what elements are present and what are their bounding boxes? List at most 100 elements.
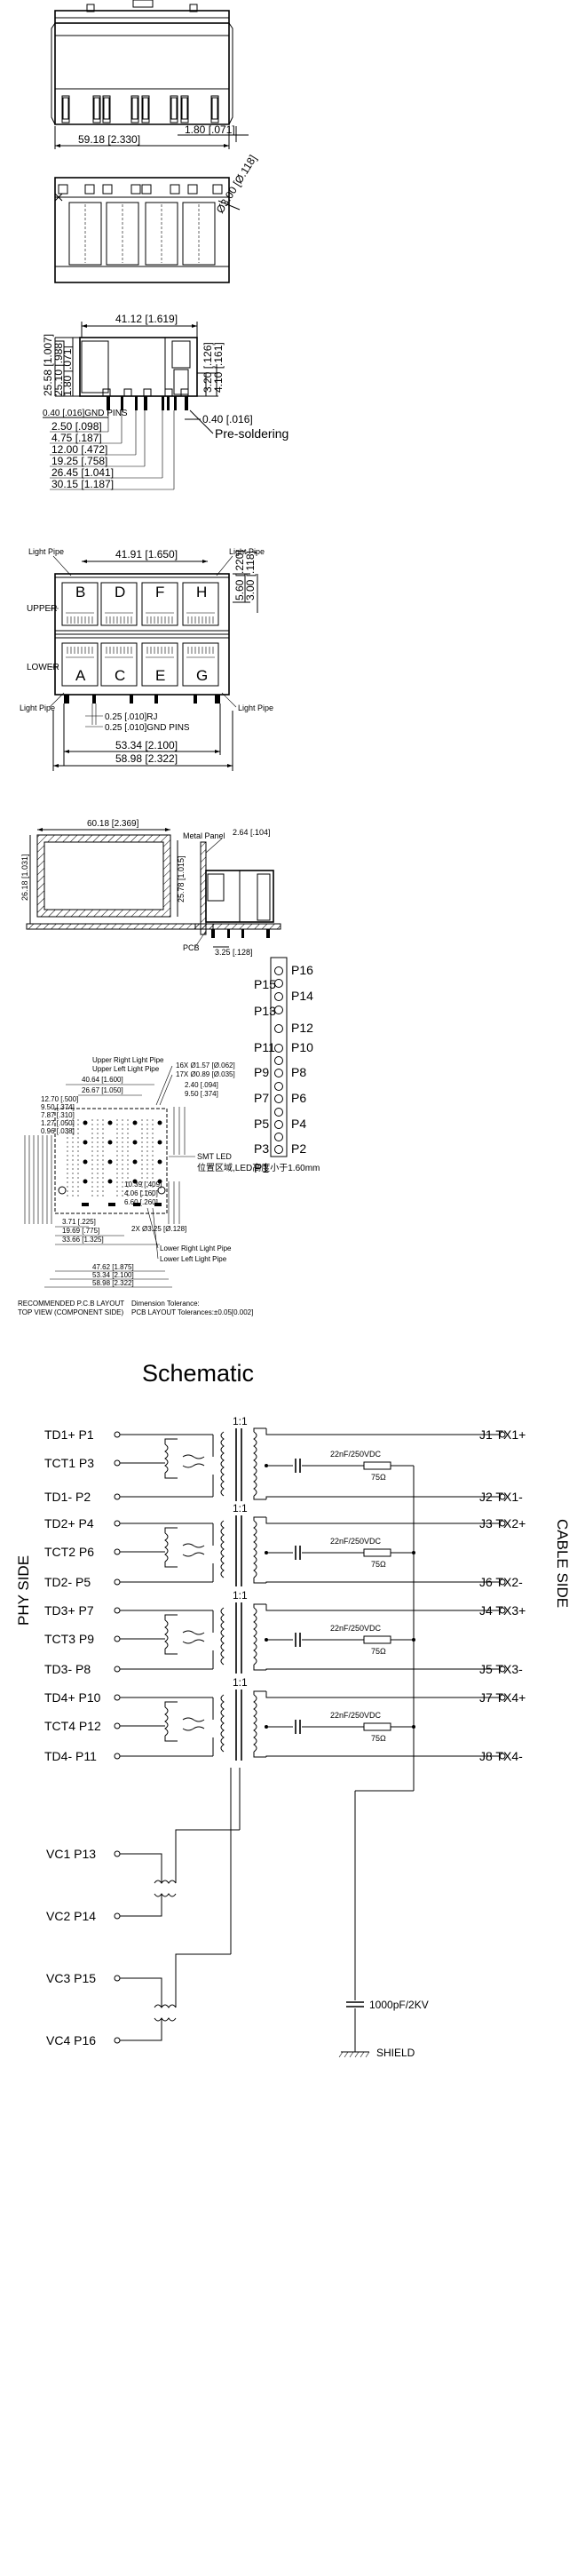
pcb-right-top-0: 16X Ø1.57 [Ø.062]	[176, 1061, 235, 1069]
shield-cap-label: 1000pF/2KV	[369, 1999, 429, 2011]
pcb-left-dim-2: 7.87 [.310]	[41, 1111, 75, 1119]
view4-bottom-dim-1: 58.98 [2.322]	[115, 752, 178, 765]
res-label-1: 75Ω	[371, 1473, 386, 1482]
view1-offset-dim: 1.80 [.071]	[185, 123, 235, 136]
view1-latches	[61, 95, 219, 123]
pin-p13: P13	[254, 1004, 276, 1018]
pcb-left-dim-1: 9.50 [.374]	[41, 1103, 75, 1111]
ratio-1: 1:1	[233, 1415, 248, 1427]
view5-height-dim: 26.18 [1.031]	[20, 854, 29, 901]
right-pin-j7: J7 TX4+	[479, 1690, 526, 1705]
pin-p11: P11	[254, 1040, 275, 1054]
port-label-c: C	[115, 667, 125, 684]
left-pin-tct2: TCT2 P6	[44, 1545, 94, 1559]
pin-p1: P1	[254, 1161, 269, 1175]
right-pin-j4: J4 TX3+	[479, 1603, 526, 1618]
view4-upper-ports	[61, 582, 219, 626]
port-label-d: D	[115, 584, 125, 600]
left-pin-td1n: TD1- P2	[44, 1490, 91, 1504]
pin-p7: P7	[254, 1091, 269, 1105]
port-label-e: E	[155, 667, 165, 684]
pcb-chinese-note: 位置区域,LED高度小于1.60mm	[197, 1162, 320, 1173]
led-section: VC1 P13 VC2 P14 VC3 P15 VC4 P16 1000pF/2…	[46, 1768, 429, 2059]
view3-height-1: 25.10 [.988]	[52, 340, 65, 396]
view4-bottom-pins	[64, 695, 220, 704]
pin-p8: P8	[291, 1065, 306, 1079]
view3-right-dim-0: 3.20 [.126]	[202, 342, 214, 393]
res-label-2: 75Ω	[371, 1560, 386, 1569]
cap-label-1: 22nF/250VDC	[330, 1450, 382, 1459]
pcb-caption-right-1: PCB LAYOUT Tolerances:±0.05[0.002]	[131, 1308, 253, 1316]
view2-front-view: Ø3.00 [Ø.118]	[54, 153, 259, 283]
left-pin-td2n: TD2- P5	[44, 1575, 91, 1589]
pin-p12: P12	[291, 1021, 313, 1035]
pin-header: P15 P13 P11 P9 P7 P5 P3 P1 P16 P14 P12 P…	[254, 957, 313, 1175]
view5-panel-cutout: 60.18 [2.369] 26.18 [1.031] 25.78 [1.015…	[20, 819, 281, 957]
left-pin-td3p: TD3+ P7	[44, 1603, 94, 1618]
ratio-4: 1:1	[233, 1676, 248, 1689]
vc4-label: VC4 P16	[46, 2033, 96, 2047]
view3-height-2: 1.80 [.071]	[61, 346, 74, 396]
view4-lower-ports	[61, 642, 219, 687]
pcb-caption-left-0: RECOMMENDED P.C.B LAYOUT	[18, 1300, 124, 1308]
cap-label-3: 22nF/250VDC	[330, 1624, 382, 1633]
view5-metal-panel: Metal Panel	[183, 831, 225, 840]
view4-light-pipe-bl: Light Pipe	[20, 704, 55, 712]
cap-label-2: 22nF/250VDC	[330, 1537, 382, 1546]
view3-top-dim: 41.12 [1.619]	[115, 313, 178, 325]
view5-panel-dim: 2.64 [.104]	[233, 828, 271, 837]
view3-pitch-dims: 2.50 [.098] 4.75 [.187] 12.00 [.472] 19.…	[50, 410, 175, 490]
pcb-lower-right-pipe: Lower Right Light Pipe	[160, 1244, 232, 1252]
left-pin-tct1: TCT1 P3	[44, 1456, 94, 1470]
pin-p16: P16	[291, 963, 313, 977]
view3-gnd-pins: 0.40 [.016]GND PINS	[43, 409, 128, 418]
channel-4: 1:1 22nF/250VDC 75Ω	[120, 1676, 501, 1761]
right-pin-j5: J5 TX3-	[479, 1662, 523, 1676]
schematic: Schematic PHY SIDE CABLE SIDE TD1+ P1 TC…	[15, 1360, 571, 2059]
view4-upper-label: UPPER	[27, 604, 57, 614]
view1-width-dim: 59.18 [2.330]	[78, 133, 140, 146]
view3-height-0: 25.58 [1.007]	[42, 334, 54, 396]
right-pin-j2: J2 TX1-	[479, 1490, 523, 1504]
pcb-caption-right-0: Dimension Tolerance:	[131, 1300, 200, 1308]
pcb-bottom-left-2: 33.66 [1.325]	[62, 1236, 104, 1244]
view4-top-dim: 41.91 [1.650]	[115, 548, 178, 561]
ratio-3: 1:1	[233, 1589, 248, 1602]
vc3-label: VC3 P15	[46, 1971, 96, 1985]
view4-light-pipe-tr: Light Pipe	[229, 547, 265, 556]
common-mode-bus	[354, 1466, 415, 1990]
schematic-left-pins: TD1+ P1 TCT1 P3 TD1- P2 TD2+ P4 TCT2 P6 …	[44, 1427, 101, 1763]
port-label-h: H	[196, 584, 207, 600]
vc2-label: VC2 P14	[46, 1909, 96, 1923]
res-label-4: 75Ω	[371, 1734, 386, 1743]
ratio-2: 1:1	[233, 1502, 248, 1515]
view4-light-pipe-br: Light Pipe	[238, 704, 273, 712]
port-label-f: F	[155, 584, 164, 600]
view3-pitch-2: 12.00 [.472]	[51, 443, 107, 456]
view4-right-dim-1: 3.00 [.118]	[244, 551, 257, 600]
pcb-left-dim-0: 12.70 [.500]	[41, 1095, 78, 1103]
cap-label-4: 22nF/250VDC	[330, 1711, 382, 1720]
pcb-bottom-left-1: 19.69 [.775]	[62, 1227, 99, 1235]
pcb-left-dim-4: 0.96 [.038]	[41, 1127, 75, 1135]
view4-port-face: 41.91 [1.650] Light Pipe Light Pipe	[20, 547, 273, 771]
view5-pcb-label: PCB	[183, 943, 200, 952]
view5-pcb-dim: 3.25 [.128]	[215, 948, 253, 957]
pcb-right-top-3: 9.50 [.374]	[185, 1090, 218, 1098]
pcb-vertical-dims	[24, 1107, 186, 1224]
channel-1: 1:1 22nF/250VDC 75Ω	[120, 1415, 501, 1501]
port-label-a: A	[75, 667, 86, 684]
view1-top-view: 59.18 [2.330] 1.80 [.071]	[51, 0, 249, 149]
view2-port-slots	[68, 202, 216, 266]
cable-side-label: CABLE SIDE	[554, 1519, 571, 1608]
pcb-layout: Upper Right Light Pipe Upper Left Light …	[18, 1056, 320, 1316]
left-pin-td4n: TD4- P11	[44, 1749, 97, 1763]
pcb-caption-left-1: TOP VIEW (COMPONENT SIDE)	[18, 1308, 123, 1316]
pin-p9: P9	[254, 1065, 269, 1079]
view4-lower-label: LOWER	[27, 663, 59, 672]
channel-2: 1:1 22nF/250VDC 75Ω	[120, 1502, 501, 1586]
pin-p5: P5	[254, 1117, 269, 1131]
pin-p6: P6	[291, 1091, 306, 1105]
right-pin-j6: J6 TX2-	[479, 1575, 523, 1589]
